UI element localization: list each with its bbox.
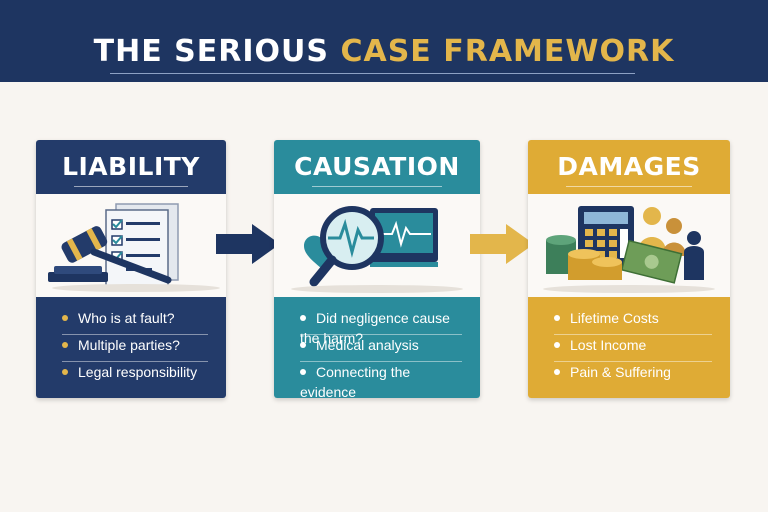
liability-list: Who is at fault? Multiple parties? Legal…: [36, 297, 226, 398]
list-item: Who is at fault?: [62, 308, 208, 335]
list-item-text: Pain & Suffering: [570, 364, 671, 380]
list-item-text: Lifetime Costs: [570, 310, 659, 326]
divider: [300, 334, 462, 335]
bullet-icon: [62, 342, 68, 348]
calculator-money-family-icon: [528, 194, 730, 398]
list-item: Pain & Suffering: [554, 362, 712, 389]
causation-label: CAUSATION: [294, 152, 460, 181]
causation-list: Did negligence cause the harm? Medical a…: [274, 297, 480, 398]
list-item: Did negligence cause the harm?: [300, 308, 462, 346]
header-banner: [0, 0, 768, 82]
divider: [554, 361, 712, 362]
list-item-text: Did negligence cause the harm?: [300, 310, 450, 346]
bullet-icon: [300, 342, 306, 348]
list-item-text: Lost Income: [570, 337, 647, 353]
header-divider: [74, 186, 188, 187]
divider: [300, 361, 462, 362]
bullet-icon: [554, 315, 560, 321]
list-item: Lost Income: [554, 335, 712, 362]
damages-list: Lifetime Costs Lost Income Pain & Suffer…: [528, 297, 730, 398]
divider: [554, 334, 712, 335]
bullet-icon: [554, 369, 560, 375]
magnifier-heartbeat-icon: [274, 194, 480, 398]
divider: [62, 334, 208, 335]
title-underline: [110, 73, 635, 74]
list-item-text: Who is at fault?: [78, 310, 175, 326]
causation-card: CAUSATION Did negligence cause the harm?…: [274, 140, 480, 398]
arrow-right-icon: [216, 224, 280, 264]
page-title: THE SERIOUS CASE FRAMEWORK: [0, 34, 768, 70]
damages-label: DAMAGES: [557, 152, 701, 181]
damages-card: DAMAGES Lifetime Costs Lost Income Pain …: [528, 140, 730, 398]
list-item-text: Connecting the evidence: [300, 364, 411, 398]
header-divider: [566, 186, 692, 187]
title-part-1: THE SERIOUS: [93, 34, 341, 69]
list-item-text: Legal responsibility: [78, 364, 198, 380]
list-item: Legal responsibility: [62, 362, 208, 389]
list-item: Lifetime Costs: [554, 308, 712, 335]
list-item-text: Medical analysis: [316, 337, 419, 353]
list-item: Multiple parties?: [62, 335, 208, 362]
bullet-icon: [62, 369, 68, 375]
bullet-icon: [554, 342, 560, 348]
liability-card: LIABILITY Who is at fault? Multiple part…: [36, 140, 226, 398]
gavel-checklist-icon: [36, 194, 226, 398]
bullet-icon: [300, 369, 306, 375]
bullet-icon: [300, 315, 306, 321]
divider: [62, 361, 208, 362]
header-divider: [312, 186, 442, 187]
arrow-right-icon: [470, 224, 534, 264]
bullet-icon: [62, 315, 68, 321]
causation-header: CAUSATION: [274, 140, 480, 194]
list-item-text: Multiple parties?: [78, 337, 180, 353]
damages-header: DAMAGES: [528, 140, 730, 194]
list-item: Connecting the evidence: [300, 362, 462, 398]
list-item: Medical analysis: [300, 335, 462, 362]
title-part-2: CASE FRAMEWORK: [340, 34, 675, 69]
liability-header: LIABILITY: [36, 140, 226, 194]
liability-label: LIABILITY: [62, 152, 200, 181]
